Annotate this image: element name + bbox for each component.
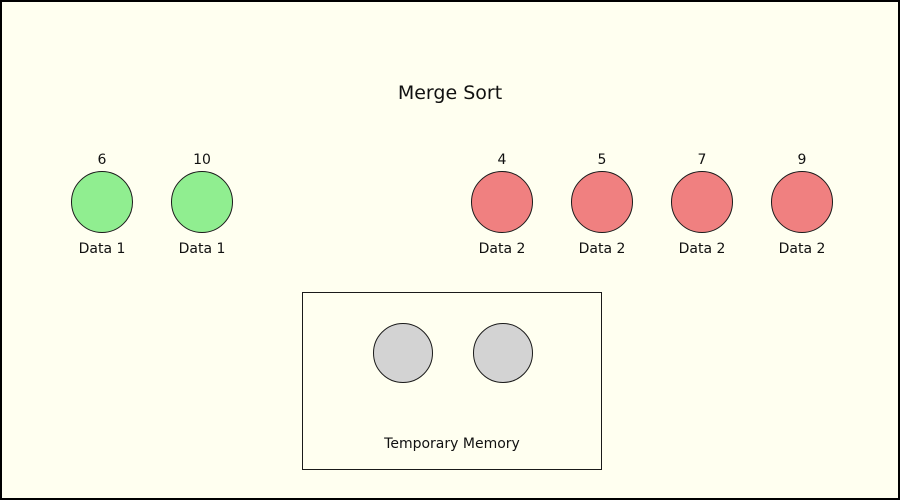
node-label: Data 2 [578,241,626,257]
node-value: 7 [697,152,707,168]
data2-circle [771,171,833,233]
node-label: Data 2 [678,241,726,257]
figure-title: Merge Sort [397,82,503,104]
temp-memory-slot-circle [373,323,433,383]
data1-circle [171,171,233,233]
data1-node: 6 Data 1 [52,152,152,258]
temporary-memory-box: Temporary Memory [302,292,602,470]
node-label: Data 2 [778,241,826,257]
data2-circle [671,171,733,233]
data1-circle [71,171,133,233]
temp-memory-slot-circle [473,323,533,383]
data2-circle [471,171,533,233]
data2-node: 7 Data 2 [652,152,752,258]
data2-node: 9 Data 2 [752,152,852,258]
node-label: Data 1 [78,241,126,257]
node-value: 9 [797,152,807,168]
node-value: 6 [97,152,107,168]
data2-circle [571,171,633,233]
node-label: Data 2 [478,241,526,257]
node-value: 4 [497,152,507,168]
data2-node: 4 Data 2 [452,152,552,258]
data1-node: 10 Data 1 [152,152,252,258]
temporary-memory-label: Temporary Memory [384,436,520,452]
node-value: 10 [193,152,211,168]
data2-node: 5 Data 2 [552,152,652,258]
node-label: Data 1 [178,241,226,257]
node-value: 5 [597,152,607,168]
